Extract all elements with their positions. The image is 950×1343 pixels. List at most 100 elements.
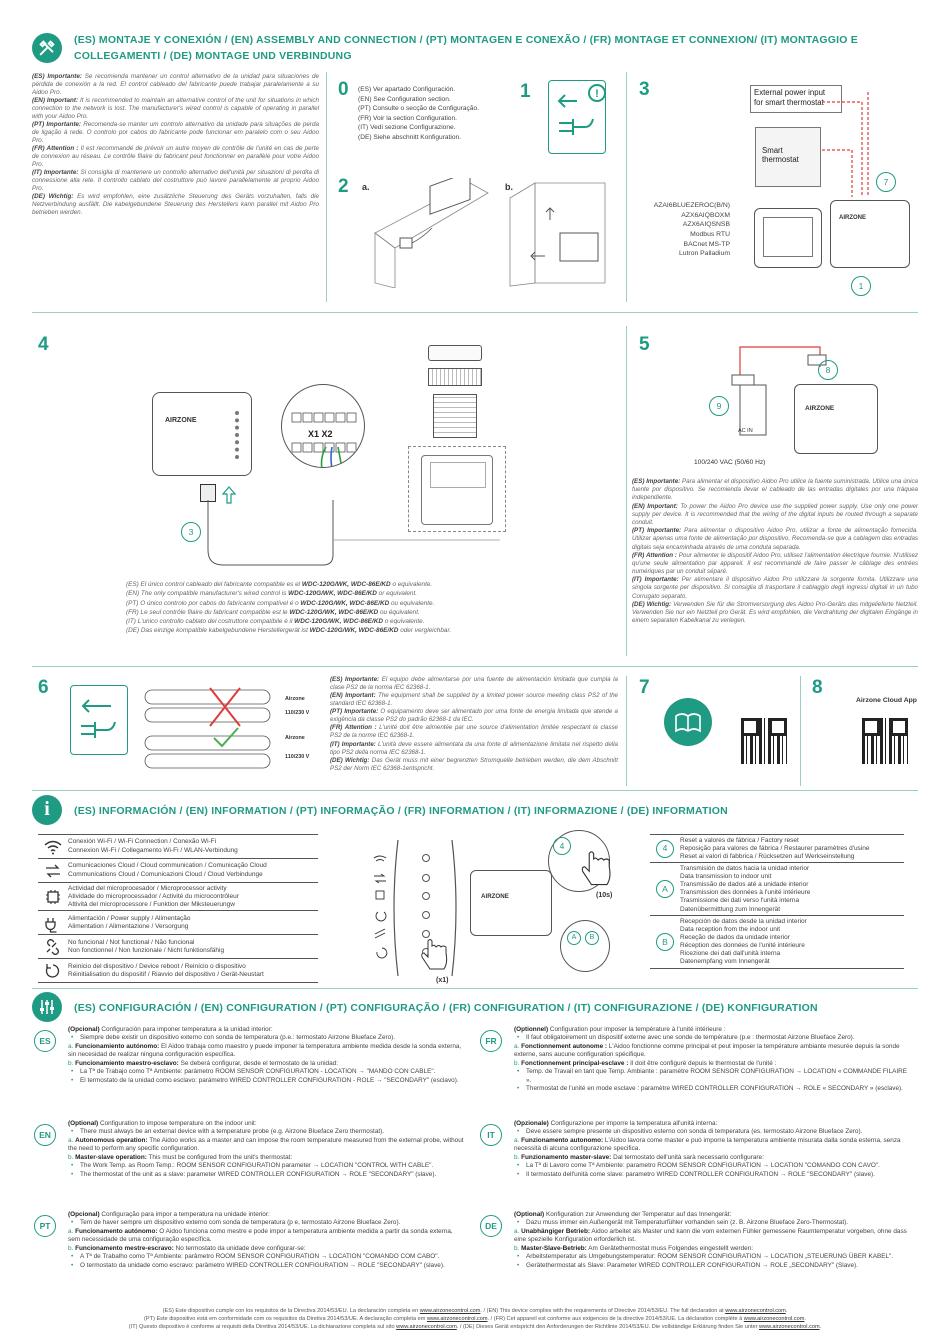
- config-mode-title: Funzionamento autonomo:: [521, 1136, 604, 1144]
- note-text: Es wird empfohlen, eine zusätzliche Steu…: [32, 192, 319, 216]
- badge-7: 7: [876, 172, 896, 192]
- reset-button-zoom: 4: [548, 830, 611, 892]
- terminal-block-zoom: X1 X2: [281, 384, 365, 468]
- config-bullet: Arbeitstemperatur als Umgebungstemperatu…: [514, 1253, 910, 1262]
- config-intro: (Opzionale) Configurazione per imporre l…: [514, 1120, 910, 1128]
- airzone-link[interactable]: www.airzonecontrol.com: [426, 1315, 488, 1322]
- config-mode-b: b. Fonctionnement principal-esclave : Il…: [514, 1060, 910, 1068]
- badge-1: 1: [851, 276, 871, 296]
- config-mode-a: a. Fonctionnement autonome : L'Aidoo fon…: [514, 1043, 910, 1060]
- compat-note-end: or equivalent.: [376, 590, 418, 598]
- legend-line: Recepción de datos desde la unidad inter…: [680, 917, 807, 925]
- wall-unit-icon: [428, 345, 482, 361]
- cloud-app-label: Airzone Cloud App: [856, 697, 917, 704]
- config-mode-b: b. Funcionamiento maestro-esclavo: Se de…: [68, 1060, 464, 1068]
- footer-text: (PT) Este dispositivo está em conformida…: [144, 1315, 427, 1322]
- note-text: L'unité doit être alimentée par une sour…: [330, 724, 618, 740]
- model-name: AZX6AIQBOXM: [681, 211, 730, 219]
- note-text: Il est recommandé de prévoir un autre mo…: [32, 144, 319, 168]
- legend-line: Receção de dados da unidade interior: [680, 933, 790, 941]
- airzone-link[interactable]: www.airzonecontrol.com: [743, 1315, 805, 1322]
- badge-b: B: [585, 931, 599, 945]
- led-legend-table: Conexión Wi-Fi / Wi-Fi Connection / Cone…: [38, 834, 318, 984]
- footer-text: .: [804, 1315, 806, 1322]
- config-mode-text: Dal termostato dell'unità sarà necessari…: [611, 1153, 764, 1161]
- config-intro: (Opcional) Configuración para imponer te…: [68, 1026, 464, 1034]
- config-mode-title: Master-slave operation:: [75, 1153, 147, 1161]
- note-lang: (ES) Importante:: [32, 73, 82, 80]
- divider: [626, 72, 627, 302]
- broken-link-icon: [38, 937, 68, 957]
- airzone-link[interactable]: www.airzonecontrol.com: [419, 1308, 481, 1314]
- up-arrow-icon: [221, 486, 237, 507]
- config-mode-text: This must be configured from the unit's …: [146, 1153, 293, 1161]
- lang-badge-fr: FR: [480, 1030, 502, 1052]
- config-optional: (Opcional): [68, 1026, 100, 1033]
- wall-mount-illustration-b: [505, 178, 620, 288]
- led-legend-row: No funcional / Not functional / Não func…: [38, 935, 318, 960]
- airzone-link[interactable]: www.airzonecontrol.com: [759, 1323, 820, 1330]
- note-paragraph: (DE) Wichtig: Verwenden Sie für die Stro…: [632, 601, 918, 626]
- badge-4: 4: [553, 837, 571, 855]
- config-bullet: Temp. de Travail en tant que Temp. Ambia…: [514, 1068, 910, 1085]
- config-bullet: Tem de haver sempre um dispositivo exter…: [68, 1219, 464, 1228]
- compat-note-text: (DE) Das einzige kompatible kabelgebunde…: [126, 627, 310, 635]
- compat-note-end: ou équivalent.: [378, 608, 420, 616]
- note-text: Pour alimenter le dispositif Aidoo Pro, …: [632, 551, 918, 576]
- config-bullet: Dazu muss immer ein Außengerät mit Tempe…: [514, 1219, 910, 1228]
- compat-note-text: (ES) El único control cableado del fabri…: [126, 581, 302, 588]
- config-mode-title: Funzionamento master-slave:: [521, 1153, 612, 1161]
- cloud-app-qr-code[interactable]: [862, 718, 908, 764]
- voltage-label: 100/240 VAC (50/60 Hz): [694, 459, 766, 466]
- note-lang: (EN) Important:: [330, 692, 376, 700]
- legend-line: Datenempfang vom Innengerät: [680, 958, 770, 966]
- compat-model: WDC-120G/WK, WDC-86E/KD: [288, 590, 377, 598]
- note-text: The equipment shall be supplied by a lim…: [330, 692, 618, 708]
- legend-badge: 4: [650, 839, 680, 858]
- config-bullet: There must always be an external device …: [68, 1128, 464, 1137]
- config-optional: (Optional): [68, 1120, 99, 1127]
- note-paragraph: (ES) Importante: El equipo debe alimenta…: [330, 676, 618, 692]
- note-paragraph: (PT) Importante: Para alimentar o dispos…: [632, 527, 918, 552]
- config-intro-text: Configurazione per imporre la temperatur…: [548, 1120, 718, 1127]
- legend-line: Reinicio del dispositivo / Device reboot…: [68, 962, 246, 970]
- note-lang: (PT) Importante:: [330, 708, 379, 716]
- note-lang: (IT) Importante:: [632, 576, 679, 584]
- compat-model: WDC-120G/WK, WDC-86E/KD: [301, 581, 391, 588]
- model-name: AZX6AIQSNSB: [682, 221, 730, 229]
- note-text: L'unità deve essere alimentata da una fo…: [330, 740, 619, 756]
- step-0-line: (EN) See Configuration section.: [358, 95, 451, 103]
- power-supply-illustration: [720, 345, 830, 445]
- manual-connector-illustration: !: [548, 80, 606, 154]
- config-mode-letter: a.: [514, 1227, 522, 1235]
- note-text: Para alimentar el dispositivo Aidoo Pro …: [632, 478, 918, 502]
- config-bullet: Il faut obligatoirement un dispositif ex…: [514, 1034, 910, 1043]
- legend-line: Data reception from the indoor unit: [680, 925, 781, 933]
- badge-b: B: [656, 933, 674, 951]
- intro-notes: (ES) Importante: Se recomienda mantener …: [32, 73, 319, 217]
- note-lang: (PT) Importante:: [632, 527, 682, 535]
- config-mode-letter: b.: [514, 1244, 522, 1252]
- lang-badge-pt: PT: [34, 1215, 56, 1237]
- step-0-line: (ES) Ver apartado Configuración.: [358, 86, 456, 93]
- compliance-footer: (ES) Este dispositivo cumple con los req…: [32, 1308, 918, 1331]
- config-mode-text: The Aidoo works as a master and can impo…: [68, 1136, 464, 1153]
- airzone-link[interactable]: www.airzonecontrol.com: [396, 1323, 457, 1330]
- step-7-number: 7: [639, 677, 650, 698]
- legend-line: Transmisión de datos hacia la unidad int…: [680, 864, 810, 872]
- step-0-number: 0: [338, 79, 349, 100]
- config-mode-title: Fonctionnement autonome :: [521, 1042, 608, 1050]
- config-mode-text: Aidoo arbeitet als Master und kann die v…: [514, 1227, 907, 1244]
- config-mode-title: Funcionamento autónomo:: [75, 1227, 158, 1235]
- airzone-label-1: Airzone: [285, 696, 305, 702]
- manual-qr-code[interactable]: [741, 718, 787, 764]
- assembly-title: (ES) MONTAJE Y CONEXIÓN / (EN) ASSEMBLY …: [74, 34, 858, 63]
- info-icon: i: [32, 795, 62, 825]
- led-legend-text: Comunicaciones Cloud / Cloud communicati…: [68, 862, 267, 878]
- ab-led-zoom: A B: [560, 920, 610, 972]
- config-mode-a: a. Autonomous operation: The Aidoo works…: [68, 1137, 464, 1154]
- airzone-link[interactable]: www.airzonecontrol.com: [725, 1308, 786, 1314]
- led-legend-row: Conexión Wi-Fi / Wi-Fi Connection / Cone…: [38, 834, 318, 859]
- config-intro-text: Configuration pour imposer la températur…: [548, 1026, 726, 1033]
